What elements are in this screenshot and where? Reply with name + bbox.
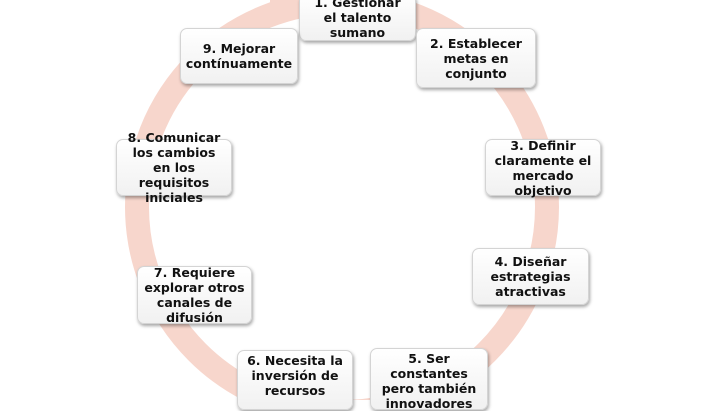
cycle-step-9: 9. Mejorar contínuamente [180, 28, 298, 84]
cycle-step-7: 7. Requiere explorar otros canales de di… [137, 265, 252, 325]
cycle-step-5: 5. Ser constantes pero también innovador… [370, 348, 488, 411]
cycle-step-2: 2. Establecer metas en conjunto [416, 28, 536, 88]
arrowhead-icon [270, 0, 300, 22]
cycle-step-6: 6. Necesita la inversión de recursos [237, 350, 353, 410]
cycle-ring [125, 0, 559, 400]
cycle-step-3: 3. Definir claramente el mercado objetiv… [485, 138, 601, 198]
cycle-step-8: 8. Comunicar los cambios en los requisit… [116, 130, 232, 205]
cycle-step-4: 4. Diseñar estrategias atractivas [472, 248, 589, 305]
cycle-step-1: 1. Gestionar el talento sumano [299, 0, 416, 41]
